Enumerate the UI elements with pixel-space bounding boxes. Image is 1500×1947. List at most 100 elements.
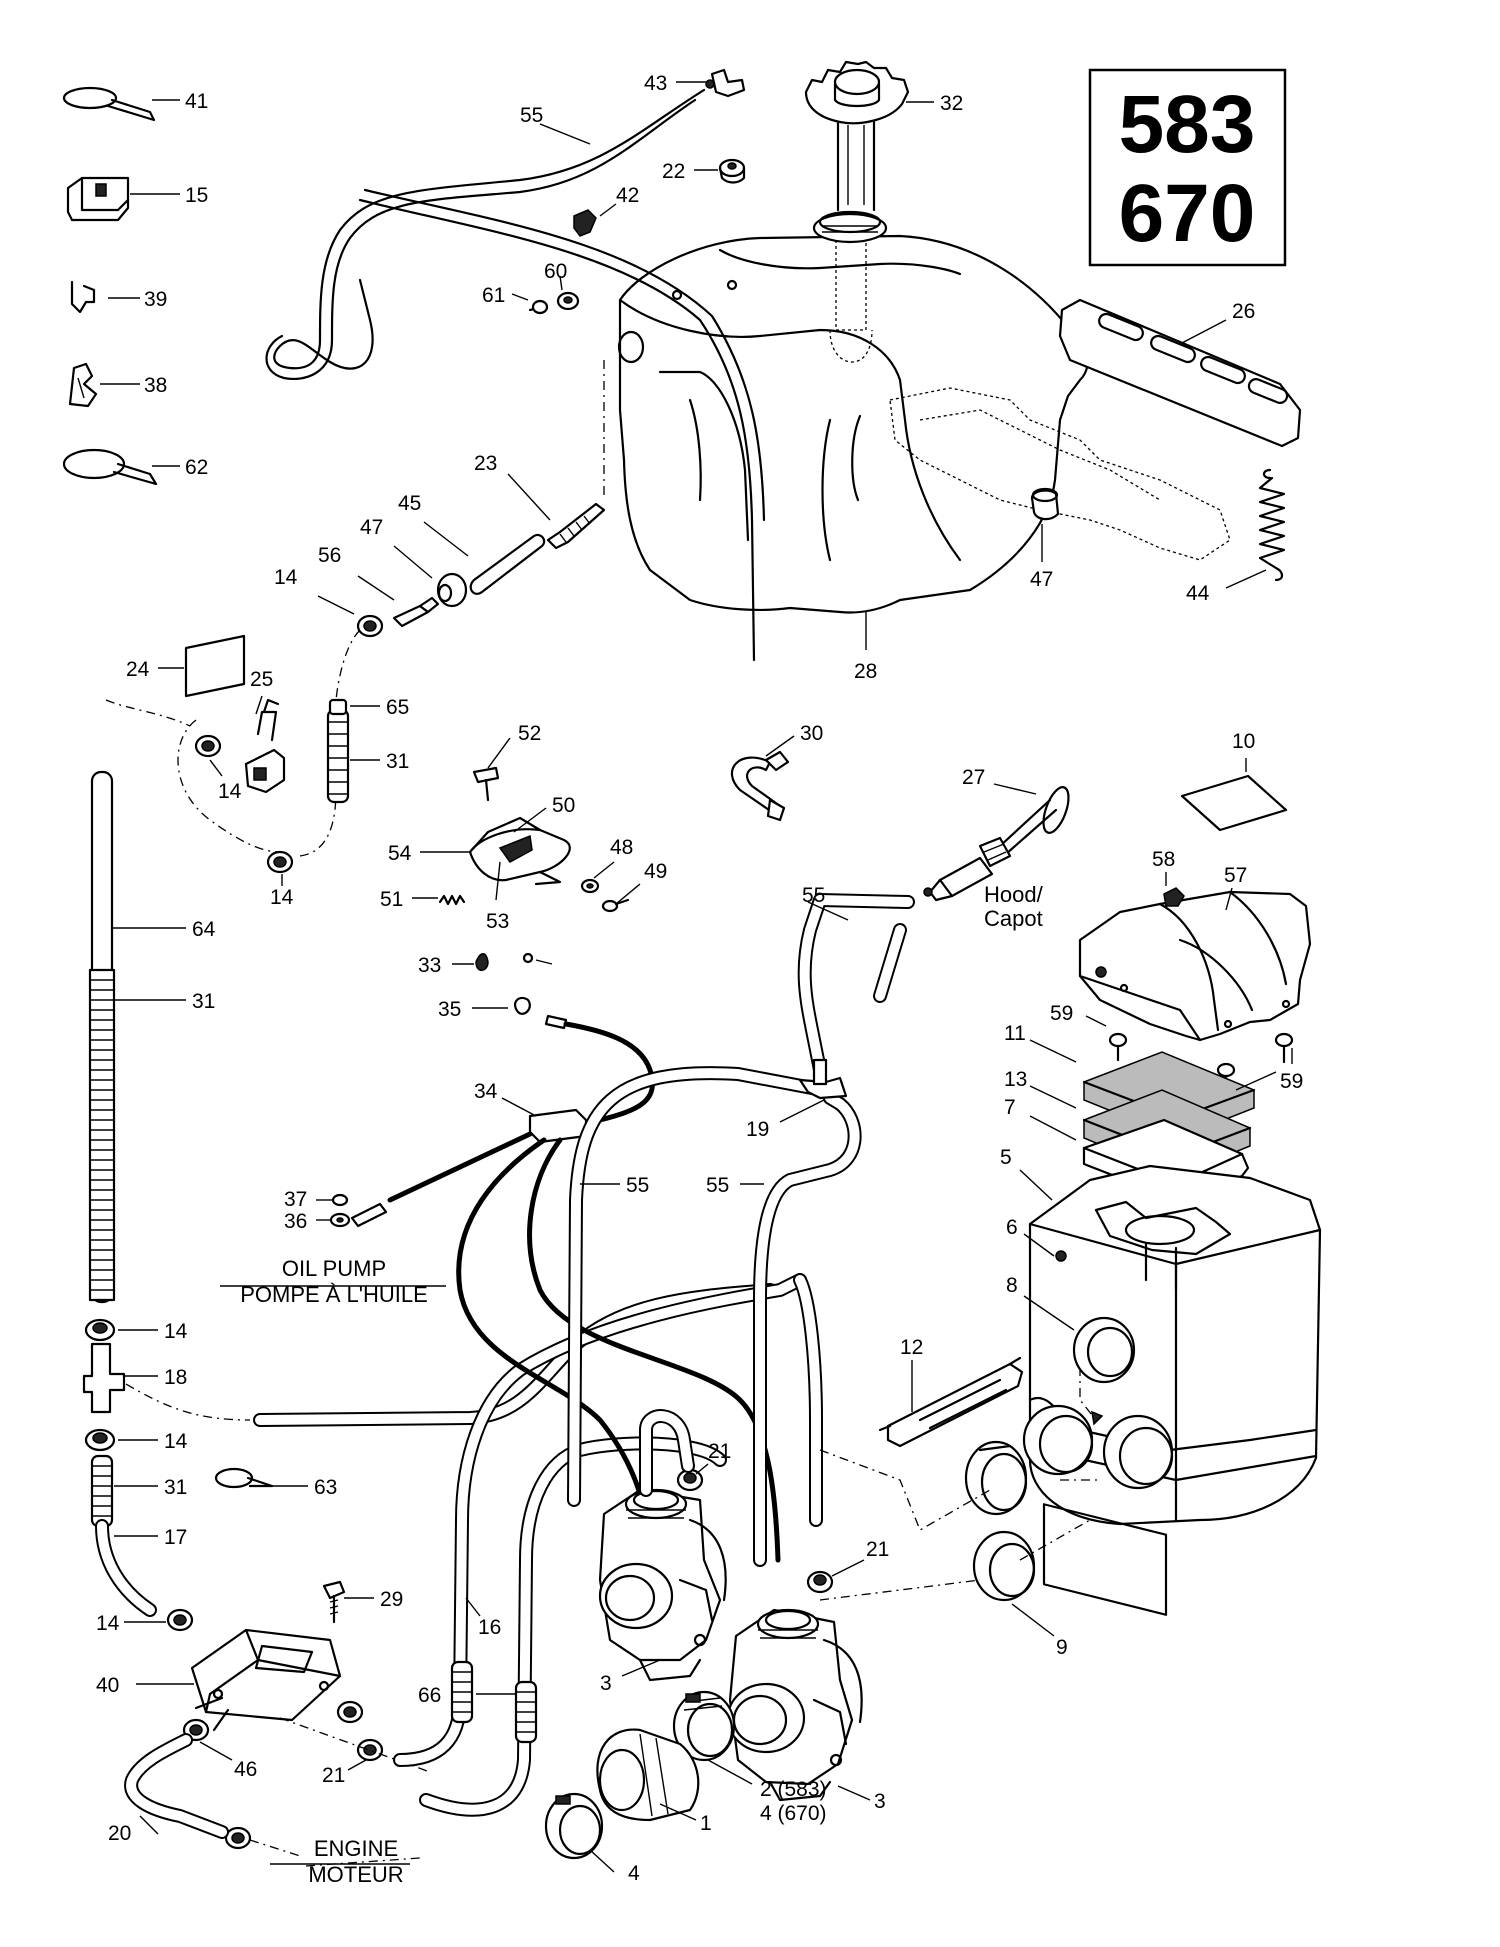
callout: 32 xyxy=(940,92,963,115)
note-engine-line1: ENGINE xyxy=(314,1836,398,1861)
callout: 27 xyxy=(962,766,985,789)
part-grommet-22 xyxy=(718,158,746,184)
callout: 7 xyxy=(1004,1096,1016,1119)
model-number-670: 670 xyxy=(1119,168,1256,259)
part-clamp-14-pump xyxy=(166,1608,194,1632)
part-clamp-14-t-upper xyxy=(84,1318,116,1342)
callout: 42 xyxy=(616,184,639,207)
callout: 5 xyxy=(1000,1146,1012,1169)
part-junction-34 xyxy=(387,1108,781,1563)
part-fuel-valve-25 xyxy=(244,698,286,794)
callout: 39 xyxy=(144,288,167,311)
callout: 35 xyxy=(438,998,461,1021)
callout: 22 xyxy=(662,160,685,183)
callout: 58 xyxy=(1152,848,1175,871)
part-sleeve-31-lower xyxy=(90,1454,114,1528)
part-clamp-21-pump xyxy=(336,1700,364,1724)
part-screw-52 xyxy=(472,766,500,802)
callout: 19 xyxy=(746,1118,769,1141)
part-tie-wrap-41 xyxy=(62,86,156,122)
callout: 2 (583) xyxy=(760,1778,827,1801)
part-plug-33 xyxy=(475,952,534,971)
callout: 9 xyxy=(1056,1636,1068,1659)
callout: 52 xyxy=(518,722,541,745)
callout: 36 xyxy=(284,1210,307,1233)
callout: 25 xyxy=(250,668,273,691)
callout: 21 xyxy=(866,1538,889,1561)
callout: 13 xyxy=(1004,1068,1027,1091)
part-t-fitting-18 xyxy=(82,1342,126,1414)
part-clamp-14-lower xyxy=(266,850,294,874)
part-clamp-14-valve xyxy=(194,734,222,758)
callout: 4 (670) xyxy=(760,1802,827,1825)
callout: 33 xyxy=(418,954,441,977)
part-tank-cap-32 xyxy=(804,60,910,212)
note-engine-line2: MOTEUR xyxy=(308,1862,403,1887)
callout: 44 xyxy=(1186,582,1210,605)
part-grommet-47-tank xyxy=(1030,487,1060,521)
path-airbox-to-carbs xyxy=(819,1449,1100,1601)
callout: 48 xyxy=(610,836,633,859)
callout: 53 xyxy=(486,910,509,933)
callout: 46 xyxy=(234,1758,257,1781)
callout: 66 xyxy=(418,1684,441,1707)
part-vent-hose-55-top xyxy=(265,88,766,662)
callout: 38 xyxy=(144,374,167,397)
callout: 63 xyxy=(314,1476,337,1499)
callout: 12 xyxy=(900,1336,923,1359)
callout: 55 xyxy=(520,104,543,127)
part-tie-wrap-62 xyxy=(62,448,158,486)
part-screw-49 xyxy=(601,898,630,913)
callout: 1 xyxy=(700,1812,712,1835)
part-screw-61 xyxy=(528,299,549,315)
note-oil-pump-line1: OIL PUMP xyxy=(282,1256,386,1281)
part-clamp-21-carb-lower xyxy=(806,1570,834,1594)
part-clamp-21-carb-upper xyxy=(676,1468,704,1492)
part-fitting-56 xyxy=(392,596,440,628)
note-hood-line2: Capot xyxy=(984,906,1043,931)
model-number-box: 583 670 xyxy=(1088,68,1287,267)
part-tie-wrap-63 xyxy=(214,1467,274,1489)
callout: 50 xyxy=(552,794,575,817)
callout: 62 xyxy=(185,456,208,479)
part-hose-16 xyxy=(393,1273,823,1767)
part-connector-15 xyxy=(66,176,130,222)
part-clip-35 xyxy=(513,996,531,1015)
callout: 28 xyxy=(854,660,877,683)
callout: 18 xyxy=(164,1366,187,1389)
part-carburetor-3-lower xyxy=(726,1608,863,1802)
part-decal-10 xyxy=(1180,774,1288,832)
callout: 60 xyxy=(544,260,567,283)
callout: 14 xyxy=(270,886,294,909)
model-number-583: 583 xyxy=(1119,79,1256,170)
part-clamp-46-lower xyxy=(224,1826,252,1850)
part-fuel-pickup-23 xyxy=(546,502,606,550)
part-sleeve-9-upper xyxy=(964,1440,1028,1516)
callout: 23 xyxy=(474,452,497,475)
part-tube-45 xyxy=(469,533,546,595)
callout: 10 xyxy=(1232,730,1255,753)
callout: 43 xyxy=(644,72,667,95)
path-valve-loop xyxy=(105,699,337,857)
callout: 14 xyxy=(218,780,242,803)
callout: 54 xyxy=(388,842,412,865)
part-seal-8 xyxy=(1072,1316,1136,1384)
part-clamp-4 xyxy=(544,1792,604,1860)
part-nut-58 xyxy=(1163,887,1185,907)
part-clip-42 xyxy=(573,209,597,237)
part-clamp-14-outlet xyxy=(356,614,384,638)
callout: 14 xyxy=(274,566,298,589)
part-clamp-14-t-lower xyxy=(84,1428,116,1452)
callout: 15 xyxy=(185,184,208,207)
callout: 55 xyxy=(706,1174,729,1197)
part-bracket-30 xyxy=(730,750,790,822)
callout: 59 xyxy=(1280,1070,1303,1093)
callout: 37 xyxy=(284,1188,307,1211)
part-tank-bracket-dotted xyxy=(889,387,1231,561)
part-sleeve-16 xyxy=(450,1660,474,1724)
part-spring-44 xyxy=(1258,468,1286,582)
part-grommet-60 xyxy=(556,291,580,311)
part-air-silencer-hood-57 xyxy=(1078,890,1312,1042)
part-choke-knob-27 xyxy=(923,786,1070,902)
